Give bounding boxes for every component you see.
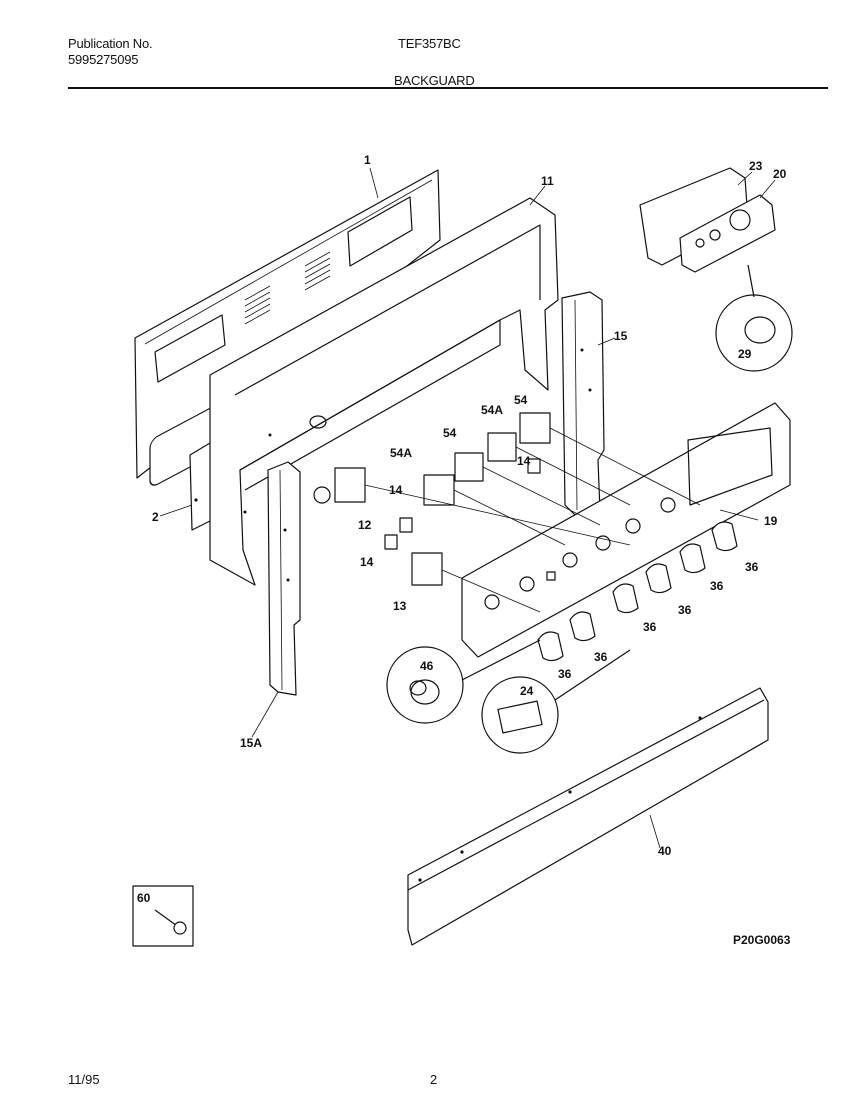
publication-number: 5995275095	[68, 52, 139, 67]
callout-29: 29	[738, 347, 752, 361]
callout-20: 20	[773, 167, 787, 181]
diagram-code: P20G0063	[733, 933, 791, 947]
callout-36-f: 36	[558, 667, 572, 681]
leader-lines	[159, 167, 776, 849]
callout-14-left: 14	[360, 555, 374, 569]
callout-54a: 54A	[390, 446, 412, 460]
callout-19: 19	[764, 514, 778, 528]
callout-23: 23	[749, 159, 763, 173]
callout-2: 2	[152, 510, 159, 524]
callout-36-d: 36	[643, 620, 657, 634]
detail-circle-24	[481, 649, 631, 754]
callout-60: 60	[137, 891, 151, 905]
left-end-rail-part	[267, 461, 301, 696]
callout-36-e: 36	[594, 650, 608, 664]
callout-11: 11	[541, 174, 554, 188]
detail-circle-46	[386, 639, 541, 724]
callout-36-c: 36	[678, 603, 692, 617]
callout-46: 46	[420, 659, 434, 673]
knob-parts	[537, 521, 738, 662]
callout-14-top: 14	[517, 454, 531, 468]
callout-14-mid: 14	[389, 483, 403, 497]
detail-circle-29	[715, 264, 793, 372]
callout-1: 1	[364, 153, 371, 167]
header-rule	[68, 87, 828, 89]
callout-54a-top: 54A	[481, 403, 503, 417]
section-title: BACKGUARD	[394, 73, 475, 88]
callout-15: 15	[614, 329, 628, 343]
backguard-frame-part	[209, 197, 559, 586]
switch-parts	[384, 458, 541, 550]
publication-label: Publication No.	[68, 36, 153, 51]
footer-date: 11/95	[68, 1072, 100, 1087]
bottom-trim-part	[407, 687, 769, 946]
model-number: TEF357BC	[398, 36, 461, 51]
callout-12: 12	[358, 518, 372, 532]
callout-13: 13	[393, 599, 407, 613]
infinite-switch-parts	[313, 412, 701, 613]
callout-36-b: 36	[710, 579, 724, 593]
callout-15a: 15A	[240, 736, 262, 750]
screw-inset-part	[132, 885, 194, 947]
callout-40: 40	[658, 844, 672, 858]
control-panel-part	[461, 402, 791, 658]
callout-54-top: 54	[514, 393, 528, 407]
right-end-rail-part	[561, 291, 605, 516]
callout-labels: 1 11 23 20 29 15 2 54A 54 54 54A 14 14 1…	[137, 153, 787, 905]
left-bracket-part	[189, 442, 213, 531]
page-number: 2	[430, 1072, 438, 1087]
clock-assembly-part	[639, 167, 776, 273]
callout-24: 24	[520, 684, 534, 698]
callout-54: 54	[443, 426, 457, 440]
callout-36-a: 36	[745, 560, 759, 574]
